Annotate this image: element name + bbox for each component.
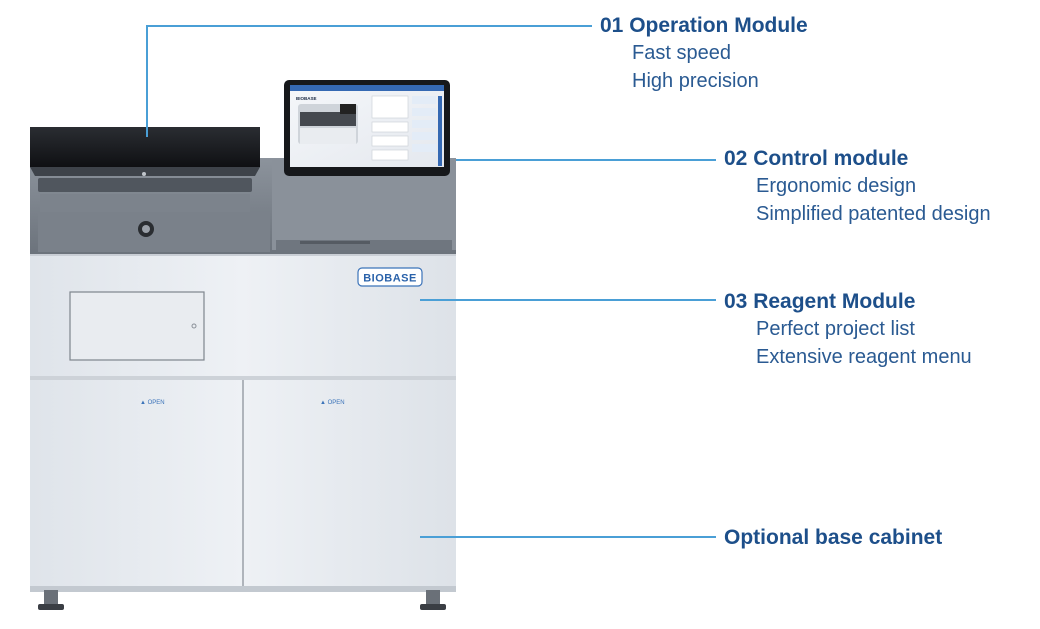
leader-control (456, 159, 716, 161)
callout-line: High precision (632, 70, 759, 92)
door-left-label: ▲ OPEN (140, 400, 165, 406)
operation-module-lid (30, 127, 260, 167)
door-right-label: ▲ OPEN (320, 400, 345, 406)
callout-title: Optional base cabinet (724, 526, 943, 549)
leader-reagent (420, 299, 716, 301)
callout-line: Perfect project list (756, 318, 915, 340)
leader-cabinet (420, 536, 716, 538)
callout-line: Fast speed (632, 42, 731, 64)
right-foot (420, 590, 446, 610)
callout-reagent-module: 03 Reagent Module Perfect project list E… (724, 289, 972, 371)
callout-control-module: 02 Control module Ergonomic design Simpl… (724, 146, 991, 228)
screen-logo: BIOBASE (296, 96, 317, 101)
callout-line: Ergonomic design (756, 175, 917, 197)
brand-logo: BIOBASE (363, 273, 417, 285)
left-foot (38, 590, 64, 610)
reagent-access-door (69, 291, 205, 361)
callout-base-cabinet: Optional base cabinet (724, 525, 942, 551)
callout-operation-module: 01 Operation Module Fast speed High prec… (600, 13, 808, 95)
callout-line: Extensive reagent menu (756, 346, 972, 368)
callout-title: 02 Control module (724, 147, 909, 170)
callout-title: 01 Operation Module (600, 14, 808, 37)
leader-operation-horizontal (146, 25, 592, 27)
callout-line: Simplified patented design (756, 203, 991, 225)
callout-title: 03 Reagent Module (724, 290, 916, 313)
leader-operation-vertical (146, 25, 148, 137)
